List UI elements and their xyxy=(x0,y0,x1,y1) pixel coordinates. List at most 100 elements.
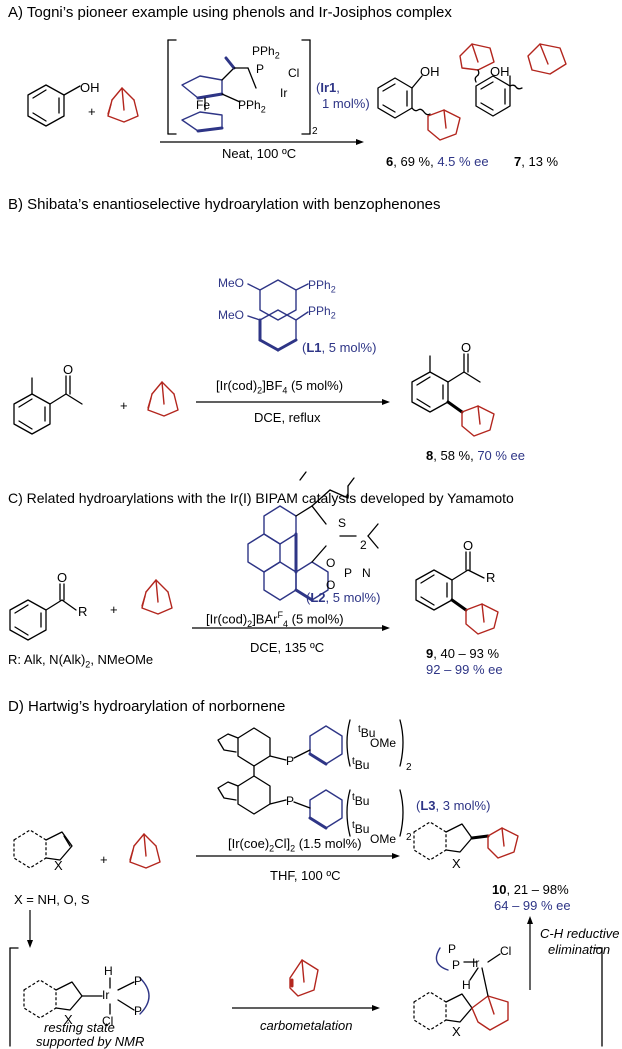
product-10 xyxy=(413,821,519,861)
section-d-title: D) Hartwig’s hydroarylation of norbornen… xyxy=(8,698,286,715)
x-definition: X = NH, O, S xyxy=(14,892,90,907)
heteroarene-x: X xyxy=(54,858,63,873)
product-9 xyxy=(415,551,499,635)
product-6-label: 6, 69 %, 4.5 % ee xyxy=(386,154,489,169)
product7-oh: OH xyxy=(490,64,510,79)
ir-label-a: Ir xyxy=(280,86,288,100)
arrow-c xyxy=(192,625,390,631)
two-label-c: 2 xyxy=(360,538,367,552)
product6-oh: OH xyxy=(420,64,440,79)
pph2-top: PPh2 xyxy=(252,44,280,61)
product-9-label: 9, 40 – 93 % xyxy=(426,646,500,661)
ligand-l1-label: (L1, 5 mol%) xyxy=(302,340,377,355)
resting-x: X xyxy=(64,1012,73,1027)
pph2-2: PPh2 xyxy=(308,304,336,321)
catalyst-loading-a: 1 mol%) xyxy=(322,96,370,111)
dimer-sub: 2 xyxy=(312,126,318,137)
catalyst-d: [Ir(coe)2Cl]2 (1.5 mol%) xyxy=(228,836,362,854)
p-bottom-d: P xyxy=(286,794,295,808)
product8-o: O xyxy=(461,340,472,355)
product-8 xyxy=(411,353,495,437)
sub-2-bottom: 2 xyxy=(406,832,412,843)
o-bottom-c: O xyxy=(326,578,336,592)
resting-ir: Ir xyxy=(102,988,110,1002)
heteroarene-d xyxy=(13,829,73,869)
acetophenone-o: O xyxy=(63,362,74,377)
ketone-o: O xyxy=(57,570,68,585)
conditions-c: DCE, 135 ºC xyxy=(250,640,325,655)
resting-p2: P xyxy=(134,1004,143,1018)
arrow-a xyxy=(160,139,364,145)
meo-1: MeO xyxy=(218,276,245,290)
catalyst-ir1 xyxy=(167,39,311,135)
ligand-l1 xyxy=(247,279,309,352)
product9-o: O xyxy=(463,538,474,553)
ligand-l3-label: (L3, 3 mol%) xyxy=(416,798,491,813)
conditions-d: THF, 100 ºC xyxy=(270,868,341,883)
ligand-l3 xyxy=(217,719,404,837)
ligand-l2-label: (L2, 5 mol%) xyxy=(306,590,381,605)
resting-h: H xyxy=(104,964,113,978)
ome-1: OMe xyxy=(370,736,397,750)
ch-label-2: elimination xyxy=(548,942,611,957)
s-label: S xyxy=(338,516,347,530)
ch-label-1: C-H reductive xyxy=(540,926,620,941)
ligand-l2 xyxy=(247,471,379,602)
phenol-oh: OH xyxy=(80,80,100,95)
ome-2: OMe xyxy=(370,832,397,846)
tbu-3: tBu xyxy=(352,792,370,808)
plus-a: + xyxy=(88,104,96,119)
pph2-bottom: PPh2 xyxy=(238,98,266,115)
product-8-label: 8, 58 %, 70 % ee xyxy=(426,448,526,463)
ketone-c xyxy=(9,583,77,641)
resting-state-2: supported by NMR xyxy=(36,1034,145,1049)
inserted-complex xyxy=(413,947,509,1031)
p-label-a: P xyxy=(256,62,265,76)
arrow-down xyxy=(27,910,33,948)
norbornene-b xyxy=(147,381,179,417)
fe-label: Fe xyxy=(196,98,211,112)
arrow-b xyxy=(196,399,390,405)
section-a-title: A) Togni’s pioneer example using phenols… xyxy=(8,4,452,21)
plus-c: + xyxy=(110,602,118,617)
product-10-label: 10, 21 – 98% xyxy=(492,882,569,897)
resting-state-complex xyxy=(23,977,150,1019)
arrow-carbometalation xyxy=(232,1005,380,1011)
norbornene-d xyxy=(129,833,161,869)
tbu-4: tBu xyxy=(352,820,370,836)
inserted-x: X xyxy=(452,1024,461,1039)
product10-x: X xyxy=(452,856,461,871)
norbornene-c xyxy=(141,579,173,615)
n-label-c: N xyxy=(362,566,371,580)
tbu-1: tBu xyxy=(358,724,376,740)
norbornene-a xyxy=(107,87,139,123)
sub-2-top: 2 xyxy=(406,762,412,773)
catalyst-ir1-label: (Ir1, xyxy=(316,80,340,95)
acetophenone-b xyxy=(13,375,83,435)
o-top-c: O xyxy=(326,556,336,570)
p-top-d: P xyxy=(286,754,295,768)
product9-r: R xyxy=(486,570,496,585)
phenol-structure xyxy=(27,84,81,127)
resting-p1: P xyxy=(134,974,143,988)
conditions-b: DCE, reflux xyxy=(254,410,321,425)
p-label-c: P xyxy=(344,566,353,580)
product-7 xyxy=(459,43,567,117)
arrow-up xyxy=(527,916,533,990)
plus-d: + xyxy=(100,852,108,867)
resting-cl: Cl xyxy=(102,1014,114,1028)
catalyst-b: [Ir(cod)2]BF4 (5 mol%) xyxy=(216,378,344,396)
inserted-cl: Cl xyxy=(500,944,512,958)
inserted-ir: Ir xyxy=(472,956,480,970)
r-definition: R: Alk, N(Alk)2, NMeOMe xyxy=(8,652,154,670)
section-b-title: B) Shibata’s enantioselective hydroaryla… xyxy=(8,196,441,213)
norbornene-mid xyxy=(289,959,319,997)
section-c-title: C) Related hydroarylations with the Ir(I… xyxy=(8,490,514,506)
plus-b: + xyxy=(120,398,128,413)
inserted-h: H xyxy=(462,978,471,992)
product-6 xyxy=(377,75,461,141)
catalyst-c: [Ir(cod)2]BArF4 (5 mol%) xyxy=(206,610,344,629)
product-9-ee: 92 – 99 % ee xyxy=(426,662,503,677)
cl-label-a: Cl xyxy=(288,66,300,80)
